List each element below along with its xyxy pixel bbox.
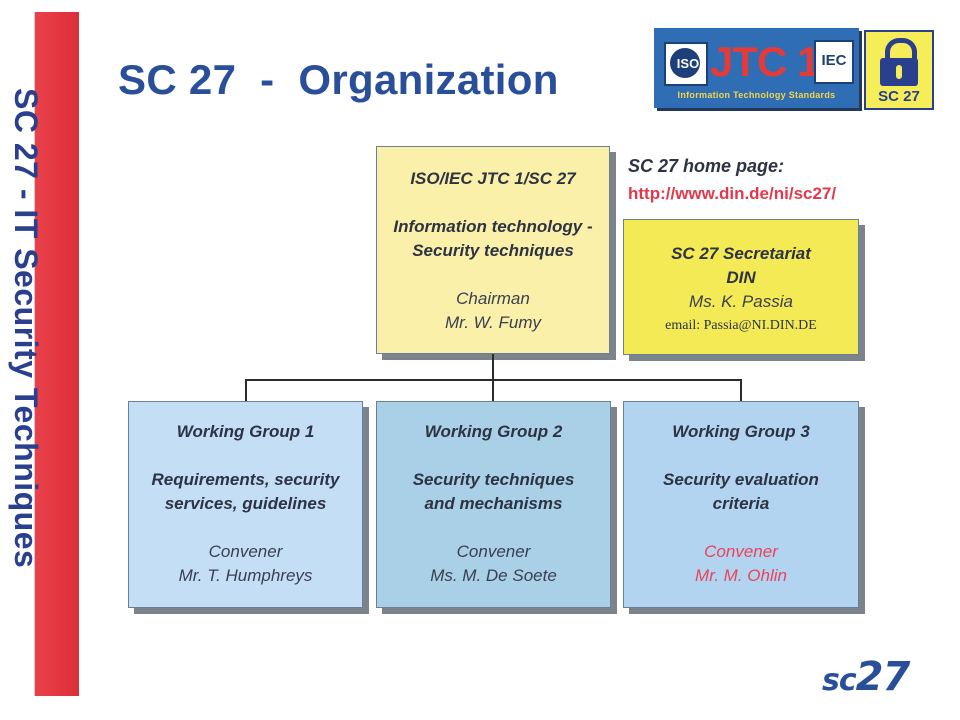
sidebar-band (34, 12, 79, 696)
lock-logo-label: SC 27 (878, 88, 920, 105)
node-sc27-person: Mr. W. Fumy (445, 313, 541, 332)
node-sc27-role: Chairman (456, 289, 530, 308)
iso-label: ISO (676, 56, 700, 71)
node-sc27: ISO/IEC JTC 1/SC 27 Information technolo… (376, 146, 610, 354)
jtc1-logo: ISO JTC 1 IEC Information Technology Sta… (654, 28, 859, 108)
node-sc27-title: ISO/IEC JTC 1/SC 27 (410, 169, 576, 188)
connector-wg2 (492, 379, 494, 401)
wg3-role: Convener (704, 542, 778, 561)
wg2-desc-2: and mechanisms (424, 494, 563, 513)
wg2-title: Working Group 2 (424, 422, 563, 441)
page-title: SC 27 - Organization (118, 56, 559, 103)
node-wg1: Working Group 1 Requirements, security s… (128, 401, 363, 608)
sidebar-title: SC 27 - IT Security Techniques (8, 88, 44, 569)
wg1-desc-2: services, guidelines (164, 494, 327, 513)
sc27-lock-logo: SC 27 (864, 30, 934, 110)
secretariat-title: SC 27 Secretariat (671, 244, 811, 263)
wg3-desc-2: criteria (712, 494, 770, 513)
node-wg2: Working Group 2 Security techniques and … (376, 401, 611, 608)
iec-logo: IEC (814, 40, 854, 84)
node-sc27-subtitle-2: Security techniques (412, 241, 574, 260)
wg2-desc-1: Security techniques (412, 470, 575, 489)
connector-wg1 (245, 379, 247, 401)
wg2-role: Convener (456, 542, 531, 561)
sc27-wordmark-logo: sc27 (822, 654, 911, 700)
wordmark-left: sc (822, 663, 857, 698)
home-page-link[interactable]: http://www.din.de/ni/sc27/ (628, 184, 837, 203)
iec-label: IEC (821, 52, 847, 69)
secretariat-org: DIN (726, 268, 756, 287)
wg3-person: Mr. M. Ohlin (695, 566, 787, 585)
connector-wg3 (740, 379, 742, 401)
connector-trunk (492, 354, 494, 380)
wg1-desc-1: Requirements, security (151, 470, 340, 489)
wg3-title: Working Group 3 (672, 422, 810, 441)
wg1-title: Working Group 1 (176, 422, 315, 441)
node-sc27-subtitle-1: Information technology - (393, 217, 593, 236)
wg2-person: Ms. M. De Soete (430, 566, 557, 585)
lock-icon-shackle (885, 38, 917, 67)
wordmark-right: 27 (855, 654, 911, 700)
lock-icon (880, 58, 918, 86)
node-secretariat: SC 27 Secretariat DIN Ms. K. Passia emai… (623, 219, 859, 355)
iso-circle-icon (670, 48, 700, 78)
jtc-label: JTC 1 (710, 38, 820, 85)
secretariat-email: email: Passia@NI.DIN.DE (665, 318, 817, 333)
secretariat-person: Ms. K. Passia (689, 292, 793, 311)
keyhole-icon (896, 65, 902, 79)
home-page-label: SC 27 home page: (628, 156, 785, 176)
node-wg3: Working Group 3 Security evaluation crit… (623, 401, 859, 608)
wg1-role: Convener (208, 542, 283, 561)
iso-logo: ISO (664, 42, 708, 86)
jtc-subtitle: Information Technology Standards (677, 90, 836, 100)
wg3-desc-1: Security evaluation (663, 470, 819, 489)
wg1-person: Mr. T. Humphreys (178, 566, 313, 585)
